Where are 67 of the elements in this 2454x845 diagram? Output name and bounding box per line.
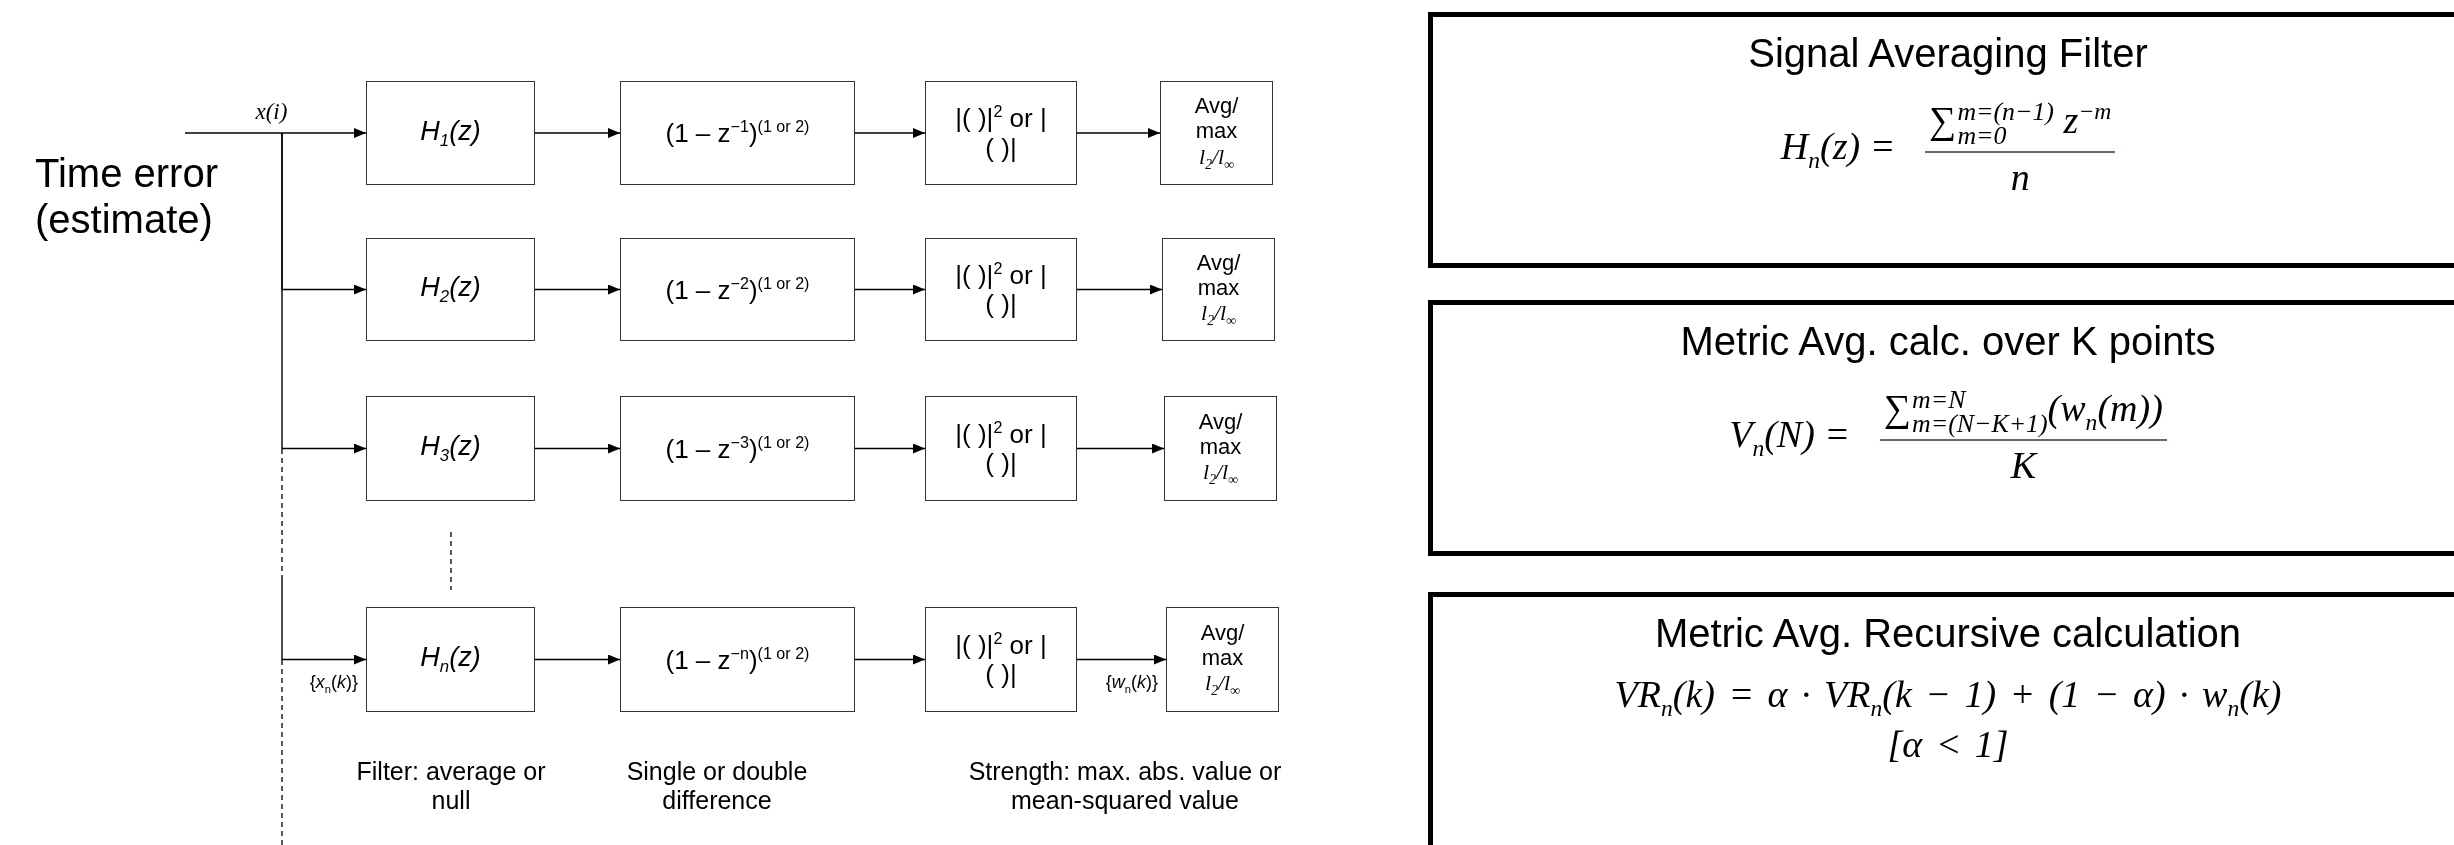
process-box [366,607,535,712]
box-label: H$_{n}$(z) [420,642,481,677]
arrow [854,284,926,295]
box-label: (1 – z$^{−3}$)$^{(1 or 2)}$ [665,432,810,465]
arrow [854,654,926,665]
arrow [534,654,621,665]
process-box [925,238,1077,341]
formula-text: VR$_{n}$(k) = α · VR$_{n}$(k − 1) + (1 − α) · w$_{n}$(k) [1614,672,2282,722]
panel-title: Metric Avg. calc. over K points [1680,319,2216,364]
panel-title: Signal Averaging Filter [1748,31,2148,76]
box-label: |( )|$^{2}$ or |( )| [954,417,1048,480]
process-box [366,238,535,341]
panel-title: Metric Avg. Recursive calculation [1654,611,2242,656]
formula-panel [1428,300,2454,556]
caption-text: Time error (estimate) [35,150,219,242]
arrow [854,443,926,454]
formula-panel [1428,592,2454,845]
process-box [1164,396,1277,501]
arrow [1076,284,1163,295]
arrow [1076,654,1167,665]
formula-text: [α < 1] [1887,721,2009,766]
box-label: |( )|$^{2}$ or |( )| [954,258,1048,321]
edge-label: {w$_{n}$(k)} [1105,671,1158,695]
caption-text: Strength: max. abs. value or mean-squared value [967,757,1283,815]
edge-label: {x$_{n}$(k)} [309,671,358,695]
arrow [534,128,621,138]
arrow [534,443,621,454]
formula-text: V$_{n}$(N) = [1729,411,1850,462]
formula-denominator: K [2010,442,2037,487]
formula-text: H$_{n}$(z) = [1780,123,1896,174]
formula-denominator: n [2010,154,2030,199]
arrow [281,132,367,454]
arrow [1076,443,1165,454]
arrow [281,575,367,665]
process-box [925,607,1077,712]
box-label: |( )|$^{2}$ or |( )| [954,102,1048,164]
process-box [620,607,855,712]
formula-panel [1428,12,2454,268]
arrow [184,128,367,138]
box-label: (1 – z$^{−1}$)$^{(1 or 2)}$ [665,117,810,149]
arrow [854,128,926,138]
process-box [1166,607,1279,712]
box-label: H$_{2}$(z) [420,272,481,307]
box-label: (1 – z$^{−n}$)$^{(1 or 2)}$ [665,643,810,676]
caption-text: Single or double difference [625,757,809,815]
box-label: l$_{2}$/l$_{∞}$ [1199,143,1234,173]
process-box [366,81,535,185]
box-label: H$_{3}$(z) [420,431,481,466]
process-box [366,396,535,501]
box-label: l$_{2}$/l$_{∞}$ [1201,300,1236,330]
arrow [1076,128,1161,138]
process-box [1162,238,1275,341]
process-box [925,396,1077,501]
process-box [925,81,1077,185]
box-label: (1 – z$^{−2}$)$^{(1 or 2)}$ [665,273,810,306]
box-label: |( )|$^{2}$ or |( )| [954,628,1048,691]
arrow [534,284,621,295]
edge-label: x(i) [255,99,288,125]
box-label: l$_{2}$/l$_{∞}$ [1205,670,1240,700]
caption-text: Filter: average or null [356,757,546,815]
process-box [620,81,855,185]
box-label: H$_{1}$(z) [420,115,481,151]
box-label: l$_{2}$/l$_{∞}$ [1203,459,1238,489]
process-box [620,238,855,341]
process-box [620,396,855,501]
process-box [1160,81,1273,185]
formula-numerator: ∑$_{m=0}$$^{m=(n−1)}$ z$^{−m}$ [1925,98,2116,153]
